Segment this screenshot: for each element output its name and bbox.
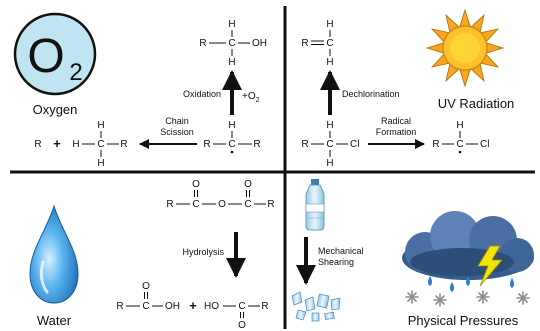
physical-pressures-label: Physical Pressures (408, 313, 519, 328)
svg-text:R: R (166, 199, 173, 210)
svg-text:O: O (244, 179, 252, 190)
water-label: Water (37, 313, 72, 328)
svg-text:R: R (199, 38, 206, 49)
oxidation-label: Oxidation (183, 89, 221, 99)
svg-text:C: C (228, 139, 235, 150)
svg-text:C: C (142, 301, 149, 312)
svg-text:H: H (97, 158, 104, 169)
svg-text:C: C (244, 199, 251, 210)
svg-text:H: H (228, 19, 235, 30)
uv-radiation-label: UV Radiation (438, 96, 515, 111)
svg-text:HO: HO (204, 301, 219, 312)
svg-text:O: O (238, 320, 246, 331)
dechlorination-label: Dechlorination (342, 89, 400, 99)
svg-text:C: C (192, 199, 199, 210)
svg-text:+: + (53, 136, 61, 151)
svg-text:R: R (203, 139, 210, 150)
svg-text:C: C (228, 38, 235, 49)
svg-text:C: C (97, 139, 104, 150)
svg-text:Cl: Cl (480, 139, 489, 150)
svg-text:R: R (301, 38, 308, 49)
hydrolysis-label: Hydrolysis (182, 247, 224, 257)
oxygen-badge-subscript: 2 (69, 59, 82, 86)
mechanical-shearing-label-line1: Mechanical (318, 246, 364, 256)
physical-quadrant: Mechanical Shearing (291, 179, 534, 328)
ester-reactant: O O R C O C R (166, 179, 274, 210)
svg-text:H: H (228, 120, 235, 131)
svg-text:R: R (267, 199, 274, 210)
svg-text:R: R (261, 301, 268, 312)
svg-text:H: H (456, 120, 463, 131)
oxygen-label: Oxygen (33, 102, 78, 117)
svg-text:R: R (120, 139, 127, 150)
svg-text:H: H (326, 19, 333, 30)
oxygen-reagent: +O2 (242, 91, 260, 104)
svg-text:O: O (142, 281, 150, 292)
svg-text:H: H (326, 158, 333, 169)
svg-text:O: O (192, 179, 200, 190)
radical-formation-label-line1: Radical (381, 116, 411, 126)
svg-text:OH: OH (252, 38, 267, 49)
svg-text:+: + (189, 298, 197, 313)
oxidation-product: H R C OH H (199, 19, 267, 68)
uv-reactant: H R C Cl H (301, 120, 359, 169)
svg-text:R: R (253, 139, 260, 150)
oxygen-badge-letter: O (27, 30, 64, 83)
oxygen-reactant: H R C R (203, 120, 261, 154)
oxygen-badge-icon: O 2 (13, 12, 97, 96)
svg-text:R: R (432, 139, 439, 150)
svg-text:H: H (326, 120, 333, 131)
svg-text:O: O (218, 199, 226, 210)
svg-text:H: H (97, 120, 104, 131)
water-drop-icon (29, 204, 79, 304)
svg-text:R: R (34, 139, 41, 150)
uv-quadrant: H R C H Dechlorination H R C Cl H Radica… (301, 8, 515, 169)
water-quadrant: O O R C O C R Hydrolysis O R C (29, 179, 275, 331)
storm-cloud-icon (402, 211, 534, 307)
chain-scission-label-line2: Scission (160, 127, 194, 137)
svg-text:C: C (238, 301, 245, 312)
svg-text:H: H (228, 57, 235, 68)
oxygen-quadrant: O 2 Oxygen H R C OH H Oxidation +O2 H R (13, 12, 267, 169)
svg-text:H: H (326, 57, 333, 68)
dechlorination-product: H R C H (301, 19, 333, 68)
plastic-fragments-icon (291, 291, 341, 322)
svg-text:C: C (456, 139, 463, 150)
hydrolysis-products: O R C OH + HO C R O (116, 281, 268, 331)
svg-text:C: C (326, 38, 333, 49)
chain-scission-label-line1: Chain (165, 116, 189, 126)
svg-text:R: R (116, 301, 123, 312)
radical-product: H R C Cl (432, 120, 489, 154)
plastic-bottle-icon (305, 179, 325, 231)
svg-text:H: H (72, 139, 79, 150)
svg-text:R: R (301, 139, 308, 150)
svg-text:Cl: Cl (350, 139, 359, 150)
sun-icon (425, 8, 505, 88)
radical-formation-label-line2: Formation (376, 127, 417, 137)
svg-text:OH: OH (165, 301, 180, 312)
mechanical-shearing-label-line2: Shearing (318, 257, 354, 267)
chain-scission-product: R + H H C R H (34, 120, 127, 169)
svg-text:C: C (326, 139, 333, 150)
